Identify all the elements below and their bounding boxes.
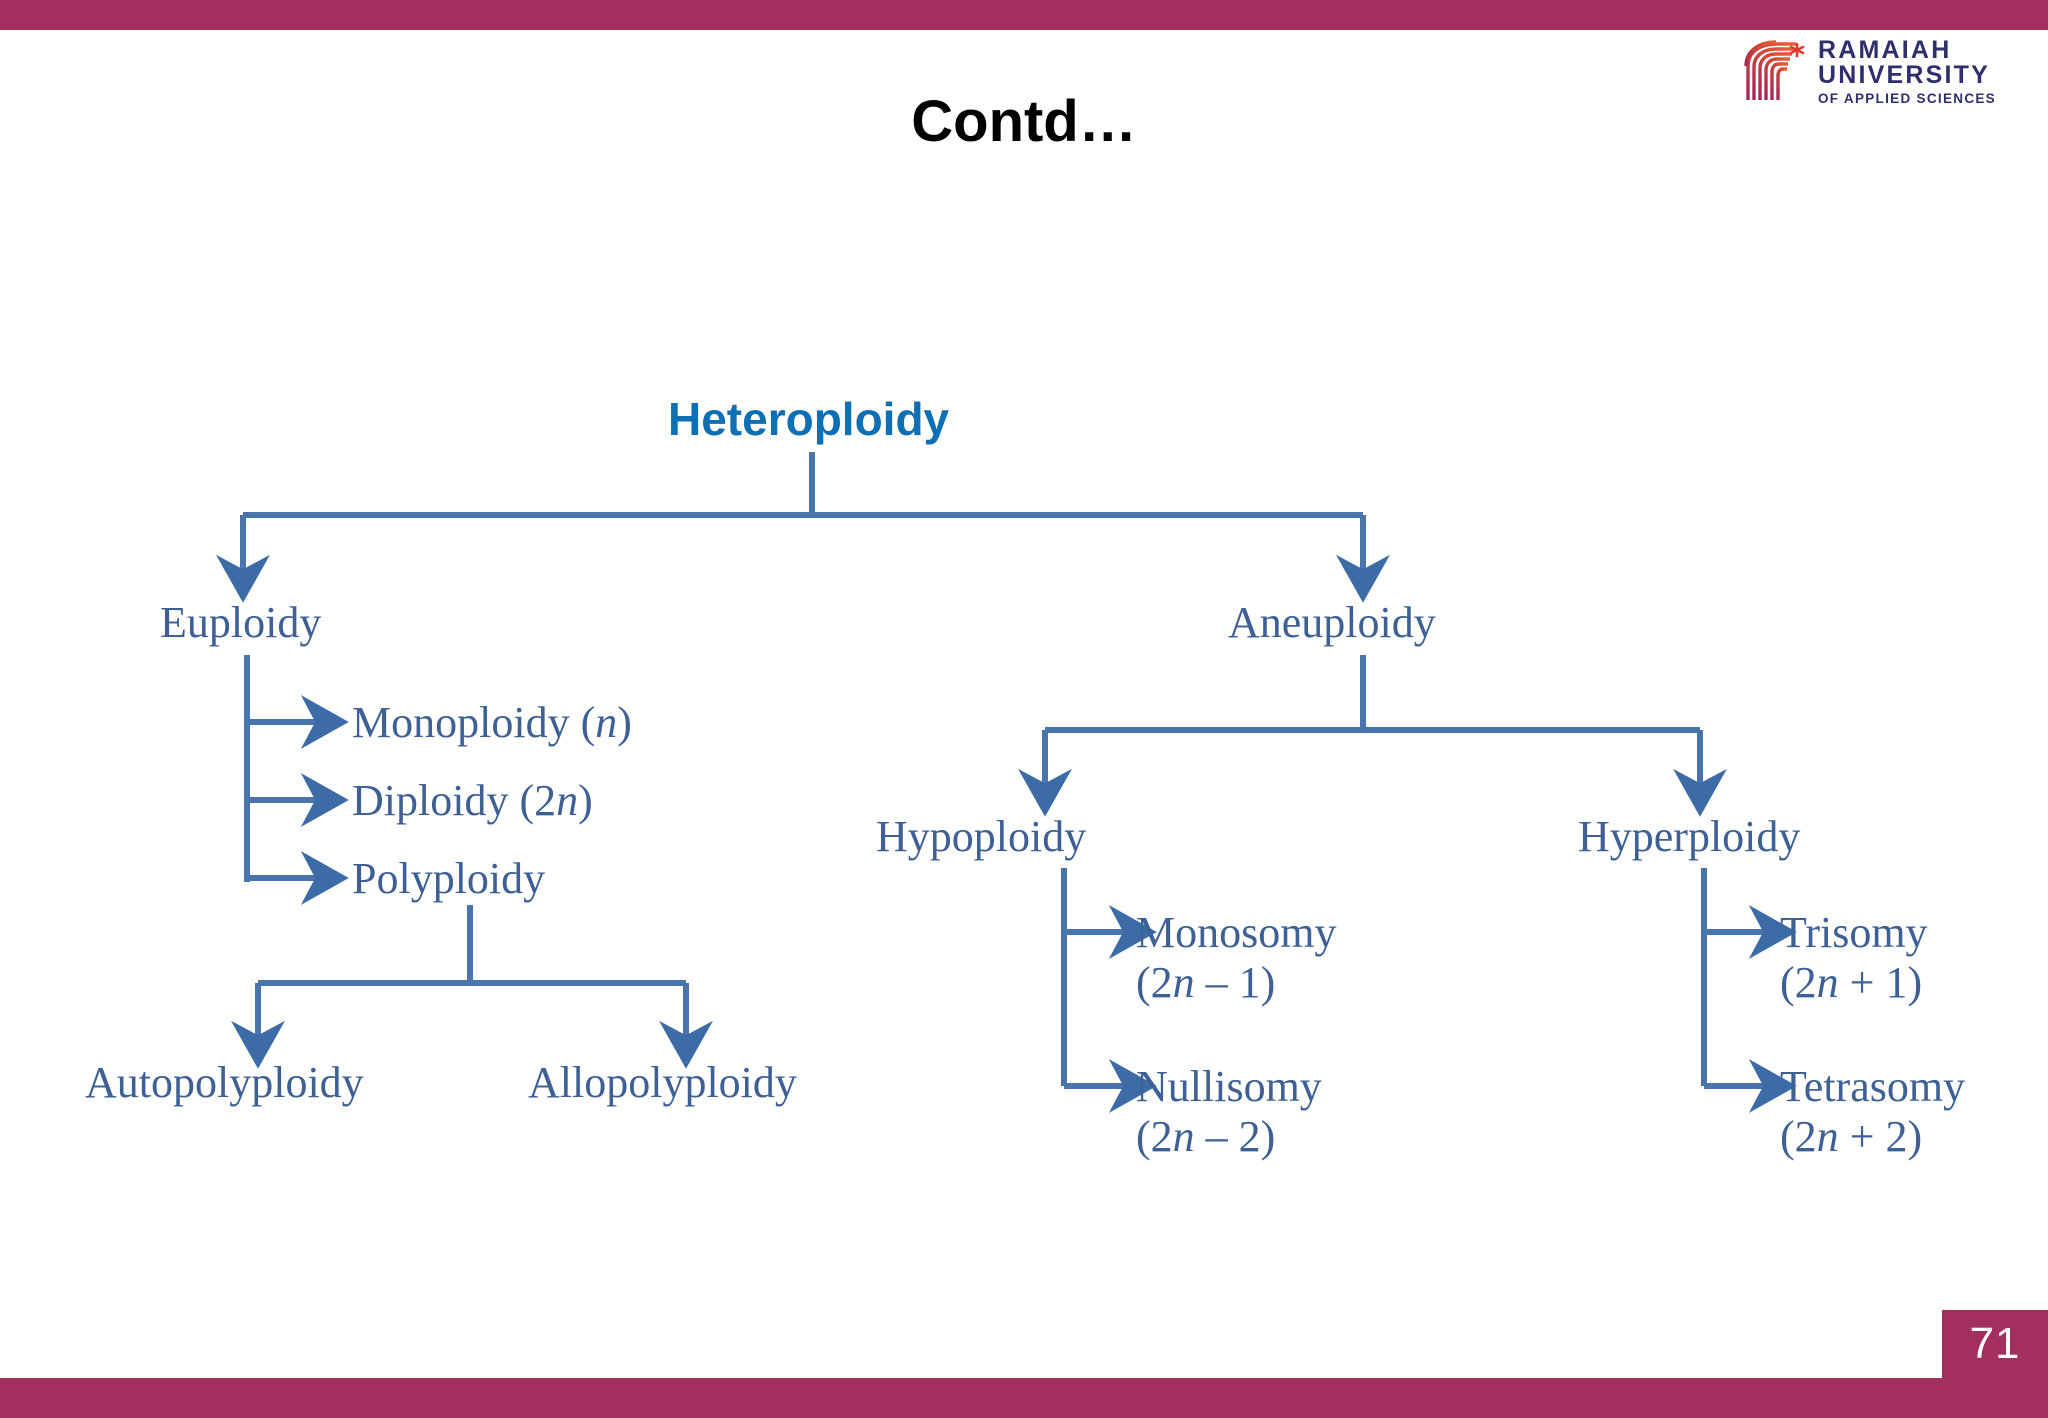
diagram-root-heteroploidy: Heteroploidy (668, 393, 950, 445)
node-nullisomy: Nullisomy (2n – 2) (1136, 1062, 1322, 1162)
node-monoploidy-end: ) (617, 698, 632, 747)
node-allopolyploidy: Allopolyploidy (528, 1058, 797, 1107)
node-diploidy-label: Diploidy (2 (352, 776, 557, 825)
node-diploidy-end: ) (578, 776, 593, 825)
node-nullisomy-label: Nullisomy (1136, 1062, 1322, 1111)
node-diploidy-var: n (556, 776, 579, 825)
university-logo: RAMAIAH UNIVERSITY OF APPLIED SCIENCES (1736, 36, 2032, 108)
node-tetrasomy-formula: (2n + 2) (1780, 1112, 1923, 1161)
node-hyperploidy: Hyperploidy (1578, 812, 1801, 861)
node-trisomy-label: Trisomy (1780, 908, 1928, 957)
page-title: Contd… (911, 89, 1137, 154)
node-monosomy-label: Monosomy (1136, 908, 1337, 957)
logo-line-3: OF APPLIED SCIENCES (1818, 91, 1996, 106)
logo-line-2: UNIVERSITY (1818, 61, 1991, 89)
ramaiah-shield-icon (1744, 40, 1805, 100)
node-monoploidy-label: Monoploidy ( (352, 698, 596, 747)
node-monosomy-formula: (2n – 1) (1136, 958, 1276, 1007)
node-monoploidy: Monoploidy (n) (352, 698, 632, 748)
node-nullisomy-formula: (2n – 2) (1136, 1112, 1276, 1161)
node-polyploidy: Polyploidy (352, 854, 546, 903)
logo-line-1: RAMAIAH (1818, 36, 1952, 64)
node-autopolyploidy: Autopolyploidy (85, 1058, 364, 1107)
node-monosomy: Monosomy (2n – 1) (1136, 908, 1336, 1008)
bottom-accent-bar (0, 1378, 2048, 1418)
node-diploidy: Diploidy (2n) (352, 776, 593, 826)
node-trisomy-formula: (2n + 1) (1780, 958, 1923, 1007)
page-number-badge: 71 (1942, 1310, 2048, 1378)
top-accent-bar (0, 0, 2048, 30)
node-tetrasomy-label: Tetrasomy (1780, 1062, 1966, 1111)
node-monoploidy-var: n (595, 698, 618, 747)
node-aneuploidy: Aneuploidy (1228, 598, 1436, 647)
node-trisomy: Trisomy (2n + 1) (1780, 908, 1928, 1008)
node-tetrasomy: Tetrasomy (2n + 2) (1780, 1062, 1965, 1162)
node-hypoploidy: Hypoploidy (876, 812, 1087, 861)
node-euploidy: Euploidy (160, 598, 322, 647)
